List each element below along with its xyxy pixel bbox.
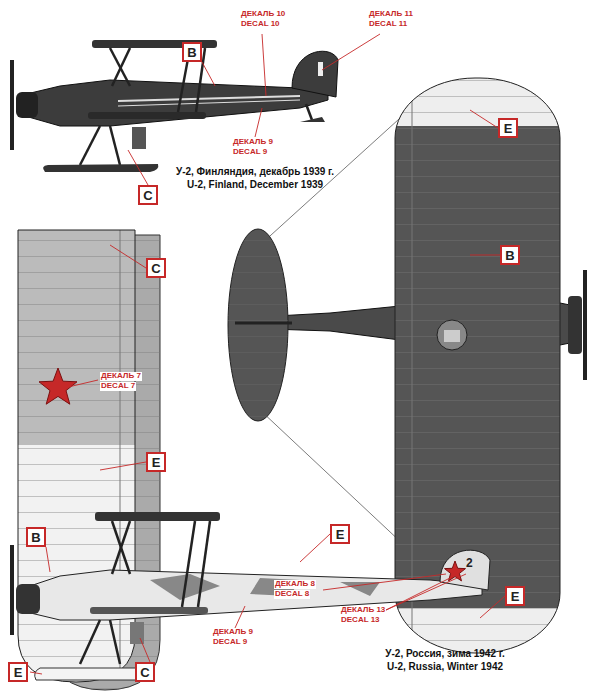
decal-label: ДЕКАЛЬ 9 [232, 138, 274, 147]
top-view [228, 78, 585, 653]
callout-box: E [146, 452, 166, 472]
callout-box: C [135, 662, 155, 682]
callout-letter: E [152, 456, 161, 469]
decal-label: DECAL 8 [274, 590, 310, 599]
callout-box: C [146, 258, 166, 278]
caption: У-2, Россия, зима 1942 г. [345, 648, 545, 659]
callout-box: B [26, 527, 46, 547]
decal-label: ДЕКАЛЬ 10 [240, 10, 286, 19]
callout-letter: C [151, 262, 160, 275]
caption: У-2, Финляндия, декабрь 1939 г. [160, 166, 350, 177]
callout-letter: C [140, 666, 149, 679]
callout-letter: E [511, 590, 520, 603]
decal-label: DECAL 11 [368, 20, 408, 29]
callout-letter: B [505, 249, 514, 262]
callout-box: E [8, 662, 28, 682]
callout-letter: C [143, 189, 152, 202]
callout-box: E [505, 586, 525, 606]
decal-label: ДЕКАЛЬ 11 [368, 10, 414, 19]
callout-letter: E [336, 528, 345, 541]
tail-number: 2 [466, 557, 473, 570]
callout-letter: E [504, 122, 513, 135]
decal-label: DECAL 7 [100, 382, 136, 391]
decal-label: DECAL 10 [240, 20, 281, 29]
decal-label: ДЕКАЛЬ 8 [274, 580, 316, 589]
callout-box: B [500, 245, 520, 265]
leader-lines [30, 34, 505, 674]
decal-label: DECAL 9 [212, 638, 248, 647]
side-view-1939 [12, 40, 338, 172]
red-star [445, 561, 466, 581]
decal-label: DECAL 9 [232, 148, 268, 157]
callout-letter: E [14, 666, 23, 679]
callout-box: C [138, 185, 158, 205]
callout-box: E [330, 524, 350, 544]
decal-label: ДЕКАЛЬ 13 [340, 606, 386, 615]
callout-letter: B [187, 46, 196, 59]
decal-label: DECAL 13 [340, 616, 381, 625]
decal-label: ДЕКАЛЬ 7 [100, 372, 142, 381]
callout-box: B [182, 42, 202, 62]
decal-label: ДЕКАЛЬ 9 [212, 628, 254, 637]
underside-wing [18, 230, 160, 690]
caption: U-2, Russia, Winter 1942 [345, 661, 545, 672]
caption: U-2, Finland, December 1939 [160, 179, 350, 190]
callout-box: E [498, 118, 518, 138]
callout-letter: B [31, 531, 40, 544]
